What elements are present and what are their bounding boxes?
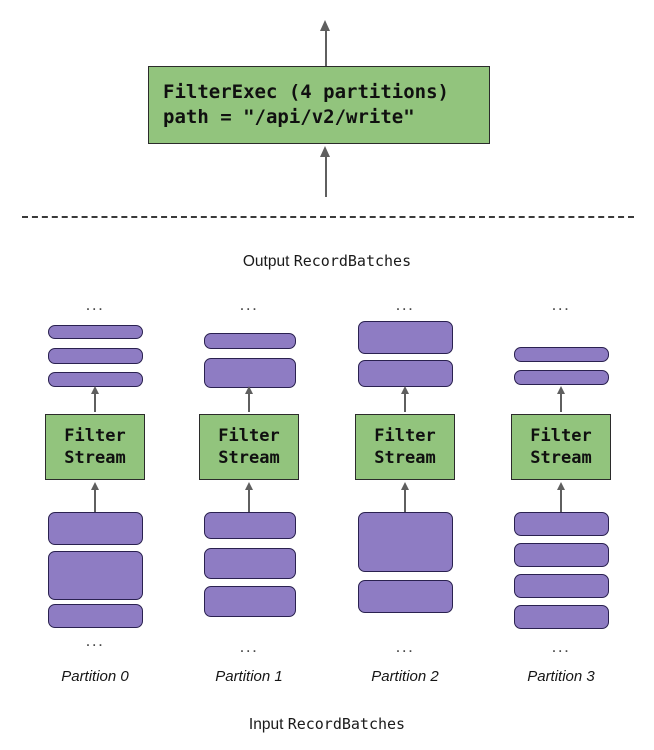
stream-output-arrow-head	[557, 386, 565, 394]
stream-input-arrow-line	[94, 490, 96, 512]
output-batch	[358, 321, 453, 354]
filter-exec-box[interactable]: FilterExec (4 partitions) path = "/api/v…	[148, 66, 490, 144]
filter-exec-path-line-2: path = "/api/v2/write"	[163, 106, 415, 128]
filter-stream-line-2: Stream	[218, 448, 280, 468]
filter-stream-line-2: Stream	[64, 448, 126, 468]
input-batch	[48, 604, 143, 628]
filter-exec-title-line-1: FilterExec (4 partitions)	[163, 81, 449, 103]
stream-input-arrow-head	[401, 482, 409, 490]
stream-input-arrow-head	[91, 482, 99, 490]
stream-input-arrow-head	[557, 482, 565, 490]
output-caption-mono: RecordBatches	[293, 252, 412, 270]
input-ellipsis-p0: ...	[85, 631, 105, 650]
output-caption: Output RecordBatches	[0, 252, 654, 271]
input-caption-mono: RecordBatches	[287, 715, 406, 733]
filter-stream-box-p0[interactable]: Filter Stream	[45, 414, 145, 480]
output-batch	[48, 372, 143, 387]
filter-stream-line-2: Stream	[374, 448, 436, 468]
filter-stream-line-1: Filter	[530, 426, 592, 446]
output-batch	[48, 348, 143, 364]
filter-stream-line-2: Stream	[530, 448, 592, 468]
stream-output-arrow-head	[91, 386, 99, 394]
output-batch	[358, 360, 453, 387]
output-batch	[204, 358, 296, 388]
stream-output-arrow-head	[401, 386, 409, 394]
output-batch	[204, 333, 296, 349]
output-ellipsis-p2: ...	[395, 295, 415, 314]
input-caption: Input RecordBatches	[0, 715, 654, 734]
stream-output-arrow-head	[245, 386, 253, 394]
output-batch	[514, 370, 609, 385]
stream-input-arrow-head	[245, 482, 253, 490]
stream-input-arrow-line	[560, 490, 562, 512]
output-batch	[48, 325, 143, 339]
output-ellipsis-p0: ...	[85, 295, 105, 314]
input-batch	[204, 512, 296, 539]
partition-label-2: Partition 2	[371, 668, 439, 685]
input-batch	[204, 586, 296, 617]
output-arrow-head	[320, 20, 330, 31]
output-arrow-line	[325, 30, 327, 68]
dashed-separator	[22, 216, 634, 218]
stream-output-arrow-line	[248, 394, 250, 412]
input-batch	[514, 574, 609, 598]
stream-input-arrow-line	[404, 490, 406, 512]
input-batch	[358, 512, 453, 572]
input-batch	[204, 548, 296, 579]
input-ellipsis-p3: ...	[551, 637, 571, 656]
filter-stream-box-p3[interactable]: Filter Stream	[511, 414, 611, 480]
input-ellipsis-p2: ...	[395, 637, 415, 656]
input-batch	[514, 512, 609, 536]
filter-stream-box-p1[interactable]: Filter Stream	[199, 414, 299, 480]
partition-label-3: Partition 3	[527, 668, 595, 685]
stream-output-arrow-line	[404, 394, 406, 412]
input-batch	[48, 551, 143, 600]
output-ellipsis-p3: ...	[551, 295, 571, 314]
stream-output-arrow-line	[94, 394, 96, 412]
input-batch	[48, 512, 143, 545]
partition-label-0: Partition 0	[61, 668, 129, 685]
filter-stream-line-1: Filter	[374, 426, 436, 446]
stream-output-arrow-line	[560, 394, 562, 412]
input-ellipsis-p1: ...	[239, 637, 259, 656]
operator-input-arrow-head	[320, 146, 330, 157]
filter-stream-line-1: Filter	[64, 426, 126, 446]
operator-input-arrow-line	[325, 155, 327, 197]
stream-input-arrow-line	[248, 490, 250, 512]
input-batch	[514, 543, 609, 567]
output-batch	[514, 347, 609, 362]
filter-stream-line-1: Filter	[218, 426, 280, 446]
output-caption-prefix: Output	[242, 253, 294, 270]
input-batch	[358, 580, 453, 613]
filter-stream-box-p2[interactable]: Filter Stream	[355, 414, 455, 480]
output-ellipsis-p1: ...	[239, 295, 259, 314]
partition-label-1: Partition 1	[215, 668, 283, 685]
input-batch	[514, 605, 609, 629]
input-caption-prefix: Input	[248, 716, 288, 733]
